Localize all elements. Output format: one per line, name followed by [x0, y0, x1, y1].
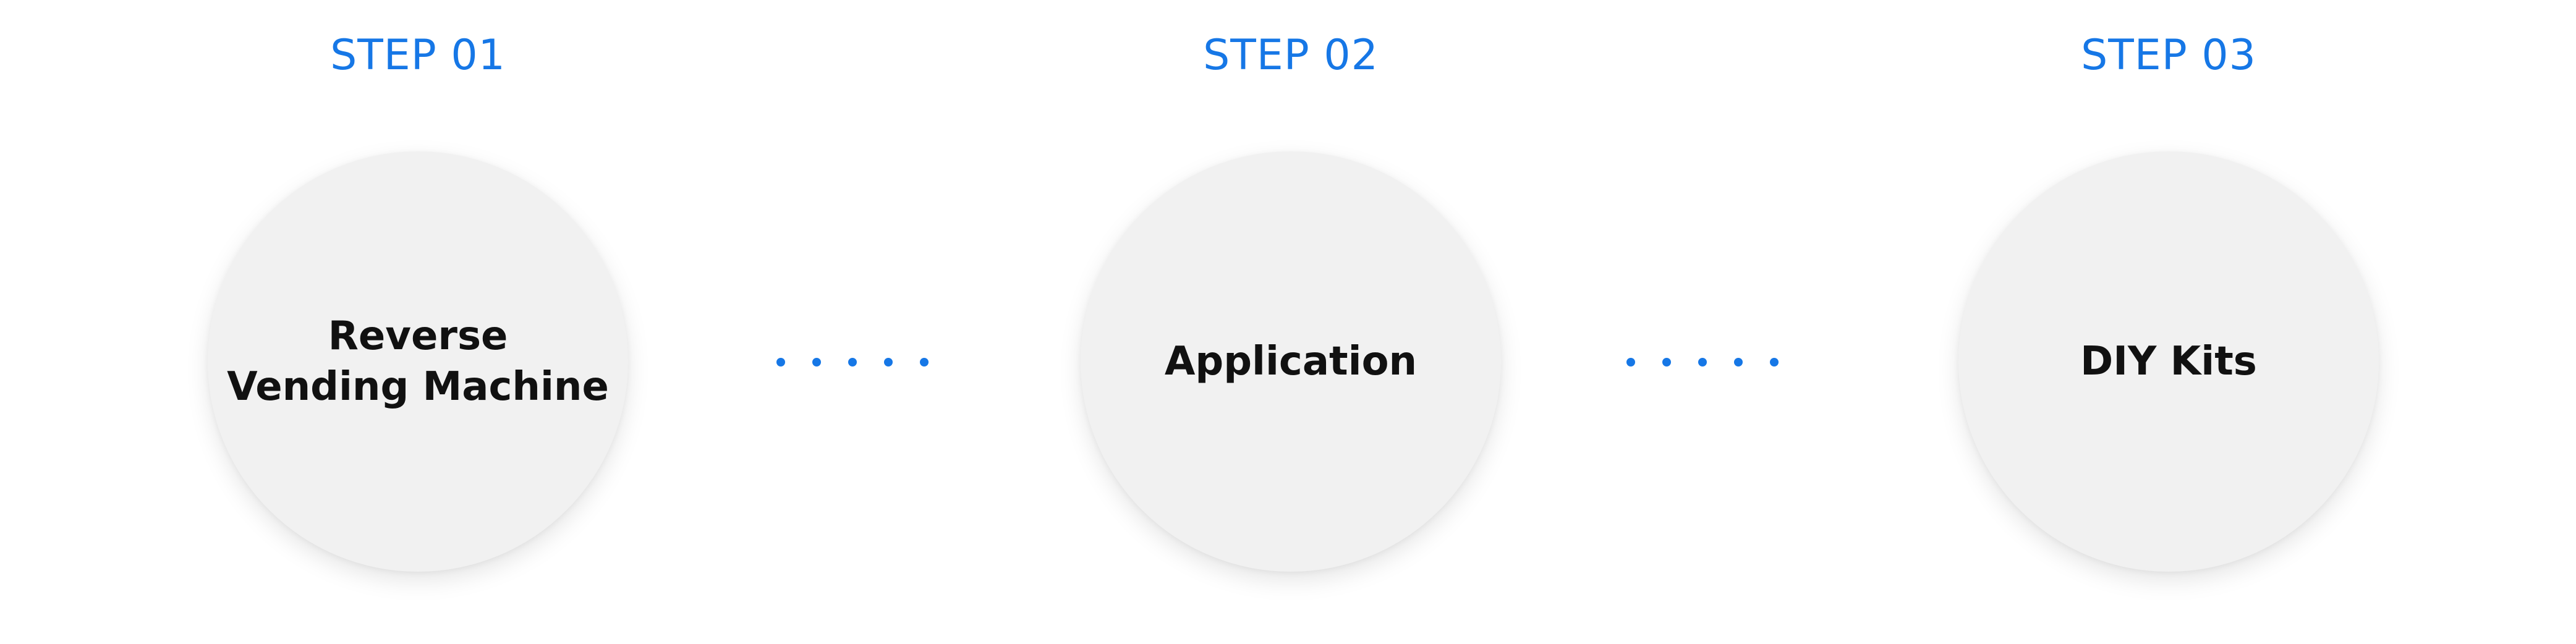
step-3: STEP 03 DIY Kits	[1958, 0, 2379, 644]
connector-1-dot	[848, 358, 857, 366]
connector-2-dot	[1626, 358, 1635, 366]
connector-2-dot	[1734, 358, 1743, 366]
step-2-label: STEP 02	[1203, 31, 1379, 80]
connector-1	[776, 356, 929, 368]
step-3-circle: DIY Kits	[1958, 151, 2379, 572]
connector-2	[1626, 356, 1779, 368]
step-2-title: Application	[1165, 336, 1417, 387]
connector-2-dot	[1770, 358, 1779, 366]
connector-2-dot	[1662, 358, 1671, 366]
step-1-title-line-2: Vending Machine	[227, 364, 609, 410]
step-1-title: Reverse Vending Machine	[227, 311, 609, 412]
connector-1-dot	[776, 358, 785, 366]
step-2: STEP 02 Application	[1081, 0, 1501, 644]
step-2-title-line-1: Application	[1164, 339, 1418, 384]
connector-1-dot	[812, 358, 821, 366]
connector-1-dot	[920, 358, 929, 366]
step-3-label: STEP 03	[2081, 31, 2256, 80]
step-1-title-line-1: Reverse	[328, 313, 508, 359]
step-2-circle: Application	[1081, 151, 1501, 572]
step-3-title-line-1: DIY Kits	[2080, 339, 2257, 384]
connector-2-dot	[1698, 358, 1707, 366]
step-3-title: DIY Kits	[2080, 336, 2257, 387]
step-1-label: STEP 01	[330, 31, 506, 80]
step-1: STEP 01 Reverse Vending Machine	[208, 0, 628, 644]
connector-1-dot	[884, 358, 893, 366]
step-1-circle: Reverse Vending Machine	[208, 151, 628, 572]
